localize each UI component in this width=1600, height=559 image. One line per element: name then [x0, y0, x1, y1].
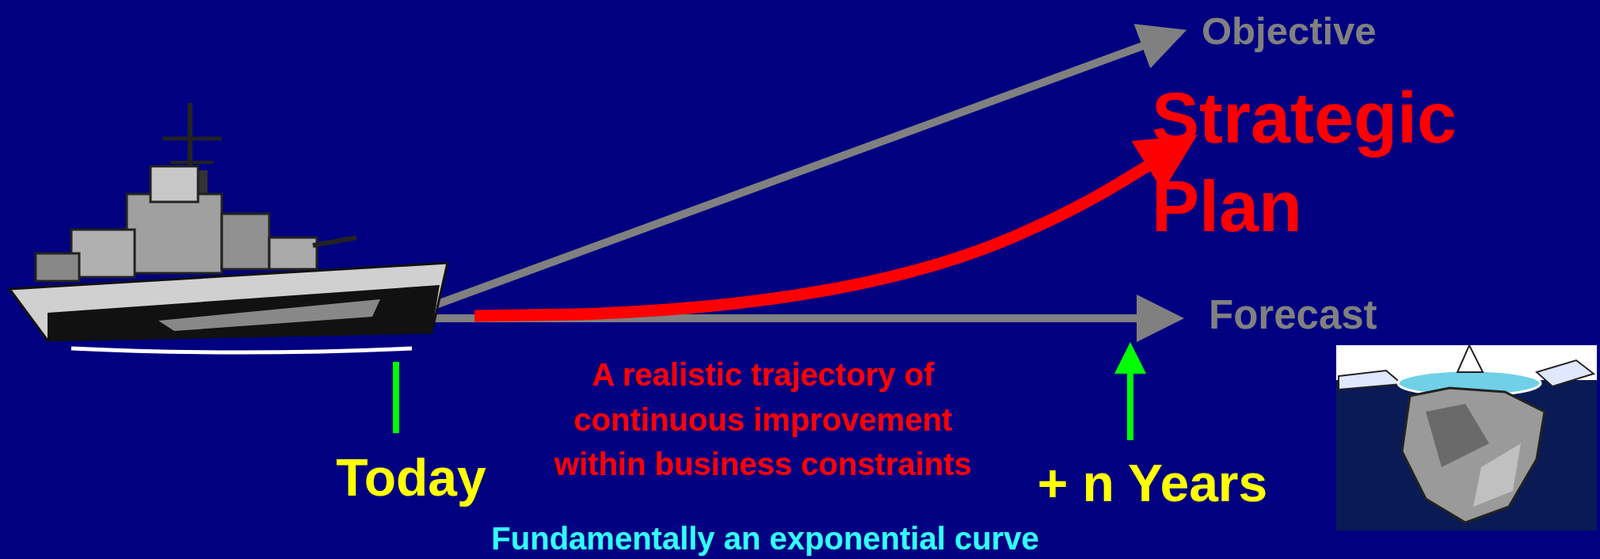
plan-label: Strategic Plan — [1151, 73, 1596, 252]
years-marker — [1127, 358, 1134, 441]
forecast-label: Forecast — [1208, 293, 1378, 338]
ship — [9, 102, 448, 353]
trajectory-note: A realistic trajectory of continuous imp… — [525, 352, 1001, 488]
objective-label: Objective — [1201, 10, 1377, 54]
iceberg — [1336, 345, 1597, 531]
today-label: Today — [335, 449, 486, 507]
curve-note: Fundamentally an exponential curve — [491, 521, 1039, 557]
plan-curve — [474, 150, 1173, 317]
today-marker — [392, 361, 400, 434]
years-label: + n Years — [1037, 454, 1269, 513]
objective-arrow — [433, 38, 1165, 306]
